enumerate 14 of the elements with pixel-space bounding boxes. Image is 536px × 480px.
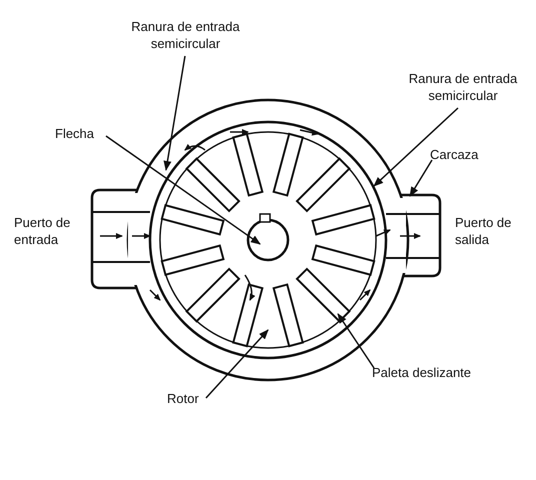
leader-line xyxy=(164,56,186,171)
part-label: Ranura de entrada semicircular xyxy=(393,70,533,104)
port-label: Puerto de entrada xyxy=(14,214,72,248)
part-label: Rotor xyxy=(167,390,207,407)
leader-line xyxy=(205,329,269,398)
leader-line xyxy=(373,107,459,187)
part-label: Ranura de entrada semicircular xyxy=(118,18,253,52)
leader-line xyxy=(106,135,261,245)
part-label: Flecha xyxy=(55,125,105,142)
leader-line xyxy=(337,313,375,368)
port-label: Puerto de salida xyxy=(455,214,512,248)
leader-line xyxy=(409,160,433,197)
part-label: Carcaza xyxy=(430,146,490,163)
part-label: Paleta deslizante xyxy=(372,364,482,381)
